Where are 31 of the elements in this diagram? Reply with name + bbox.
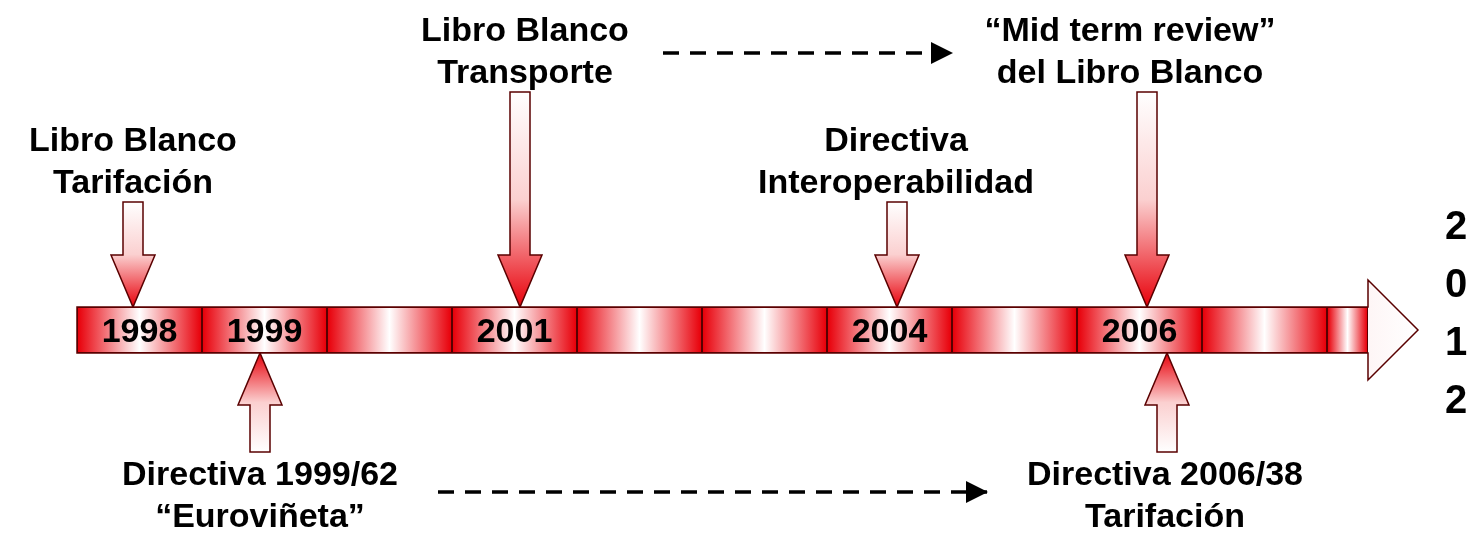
year-label: 2012 — [1443, 202, 1469, 423]
block-arrow — [873, 201, 921, 309]
timeline-segment — [77, 307, 202, 353]
dashed-arrow — [438, 481, 988, 503]
year-label: 1999 — [226, 311, 303, 349]
timeline-segment — [952, 307, 1077, 353]
timeline-segment — [1077, 307, 1202, 353]
event-label: Directiva 2006/38 Tarifación — [995, 452, 1335, 536]
event-label: Libro Blanco Transporte — [395, 8, 655, 92]
timeline-segment — [577, 307, 702, 353]
year-label: 2004 — [851, 311, 928, 349]
timeline-segment — [452, 307, 577, 353]
timeline-segment — [1327, 307, 1368, 353]
timeline-segment — [827, 307, 952, 353]
event-label: Directiva Interoperabilidad — [725, 118, 1067, 202]
dashed-arrow — [663, 42, 953, 64]
event-label: “Mid term review” del Libro Blanco — [960, 8, 1300, 92]
timeline-segment — [702, 307, 827, 353]
year-label: 2001 — [476, 311, 553, 349]
event-label: Libro Blanco Tarifación — [0, 118, 266, 202]
block-arrow — [109, 201, 157, 309]
timeline-segment — [202, 307, 327, 353]
block-arrow — [236, 351, 284, 453]
year-label: 1998 — [101, 311, 178, 349]
block-arrow — [1123, 91, 1171, 309]
timeline-segment — [327, 307, 452, 353]
timeline-segment — [1202, 307, 1327, 353]
year-label: 2006 — [1101, 311, 1178, 349]
event-label: Directiva 1999/62 “Euroviñeta” — [90, 452, 430, 536]
block-arrow — [496, 91, 544, 309]
block-arrow — [1143, 351, 1191, 453]
